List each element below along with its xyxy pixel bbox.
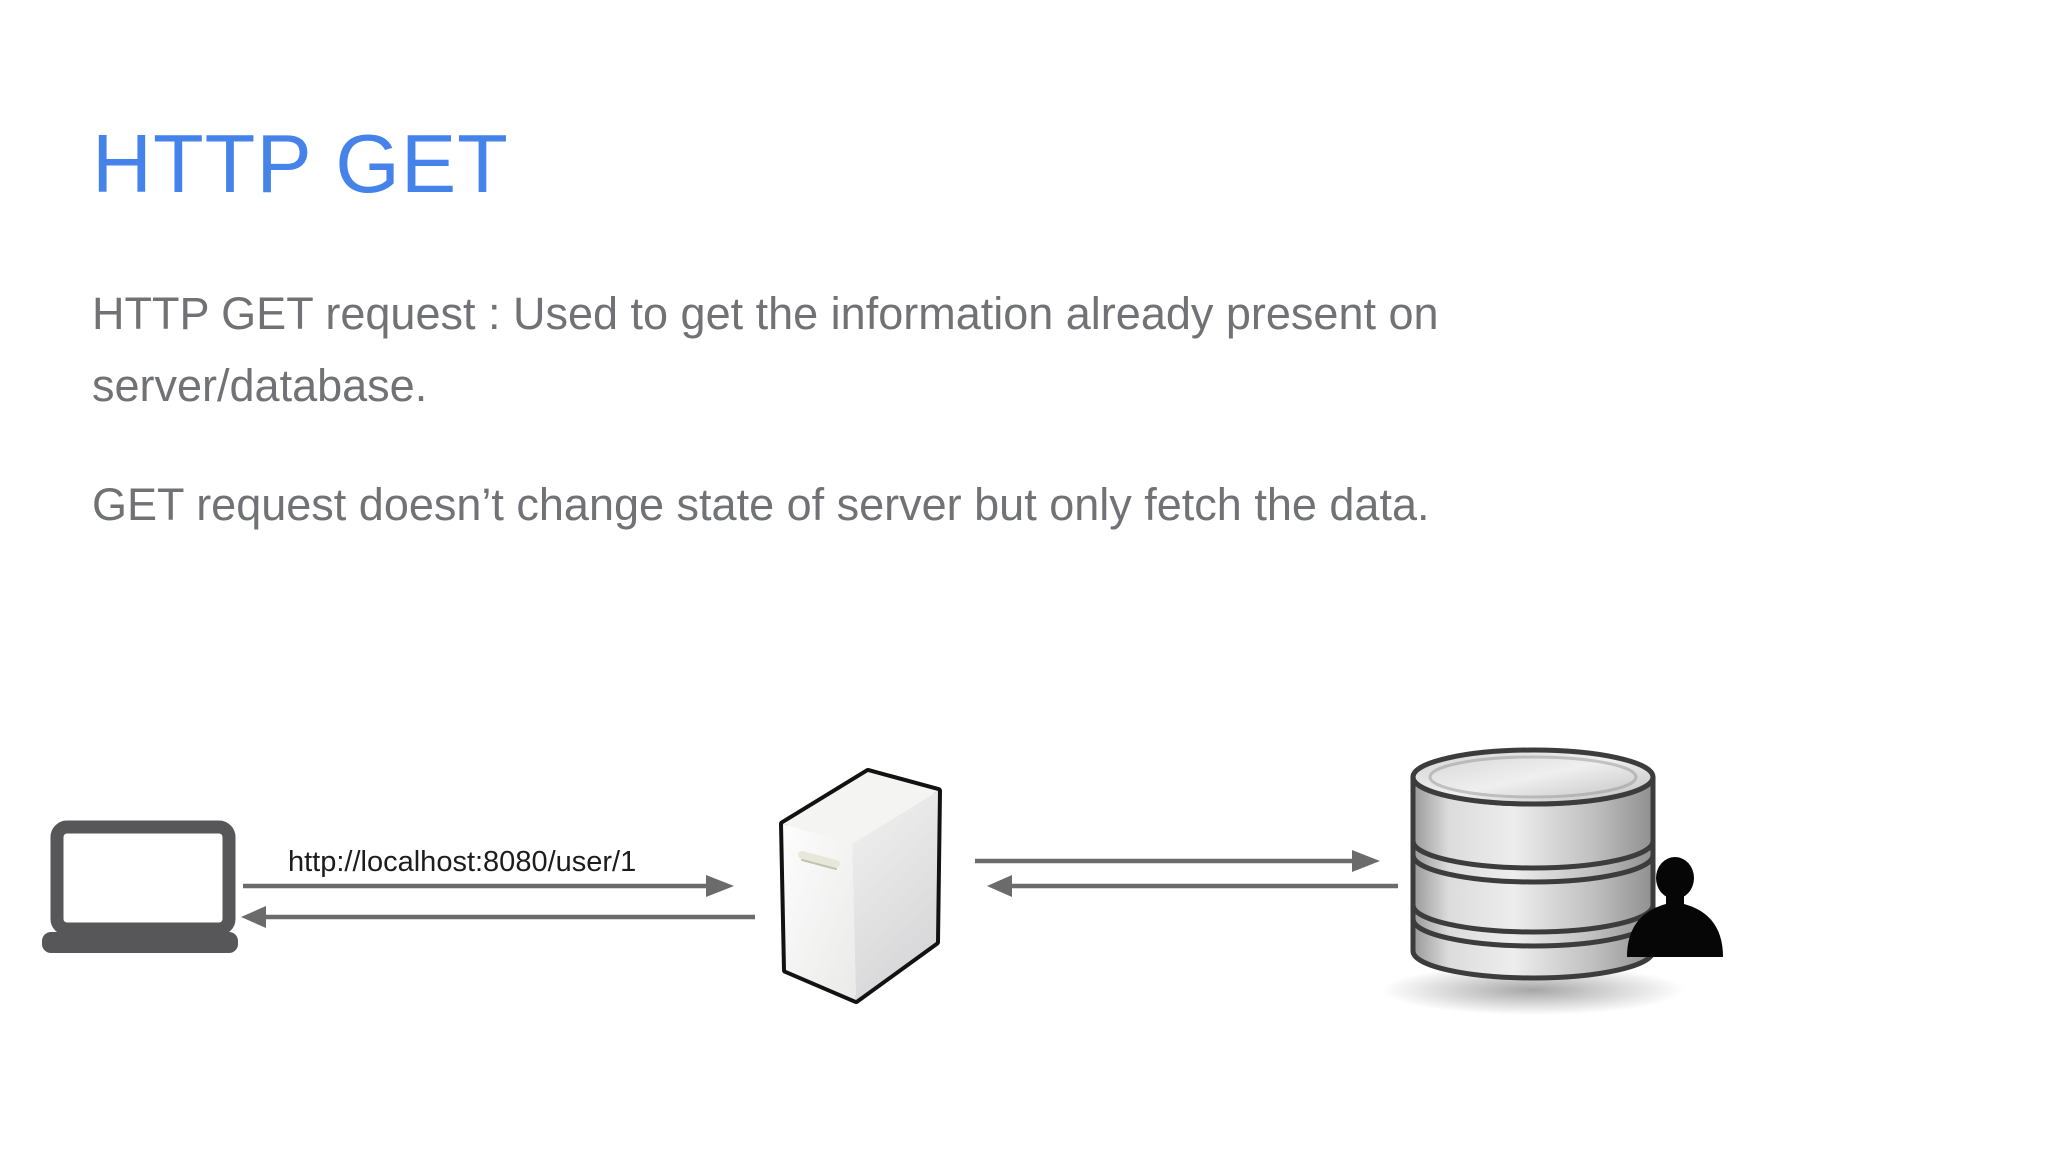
database-shadow	[1381, 965, 1685, 1015]
database-top	[1410, 747, 1656, 807]
person-icon	[1627, 857, 1723, 957]
database-icon	[1381, 747, 1685, 1015]
laptop-icon	[42, 820, 238, 953]
server-front-face	[783, 824, 856, 1000]
request-arrow	[243, 875, 734, 897]
database-separator-2	[1410, 904, 1656, 935]
server-drive-slot	[798, 851, 840, 868]
request-url-label: http://localhost:8080/user/1	[288, 846, 636, 878]
database-separator-1b	[1410, 854, 1656, 885]
arrow-head-right	[706, 875, 734, 897]
arrow-head-left	[241, 906, 266, 928]
database-separator-1	[1410, 840, 1656, 871]
page-title: HTTP GET	[92, 117, 509, 210]
laptop-base	[42, 932, 238, 953]
person-head	[1656, 857, 1694, 899]
database-top-inner-ring	[1428, 755, 1638, 799]
response-arrow	[241, 906, 755, 928]
db-result-arrow	[987, 875, 1398, 897]
person-neck	[1666, 886, 1684, 908]
server-drive-slot-shade	[801, 859, 837, 870]
paragraph-get-behavior: GET request doesn’t change state of serv…	[92, 479, 1430, 530]
server-top-face	[783, 772, 938, 844]
paragraph-get-definition: HTTP GET request : Used to get the infor…	[92, 288, 1439, 411]
server-tower-icon	[779, 768, 942, 1004]
person-shoulders	[1627, 902, 1723, 957]
arrow-head-left	[987, 875, 1012, 897]
arrow-head-right	[1352, 850, 1380, 872]
server-right-face	[852, 791, 938, 1000]
laptop-screen	[50, 820, 236, 936]
db-query-arrow	[975, 850, 1380, 872]
